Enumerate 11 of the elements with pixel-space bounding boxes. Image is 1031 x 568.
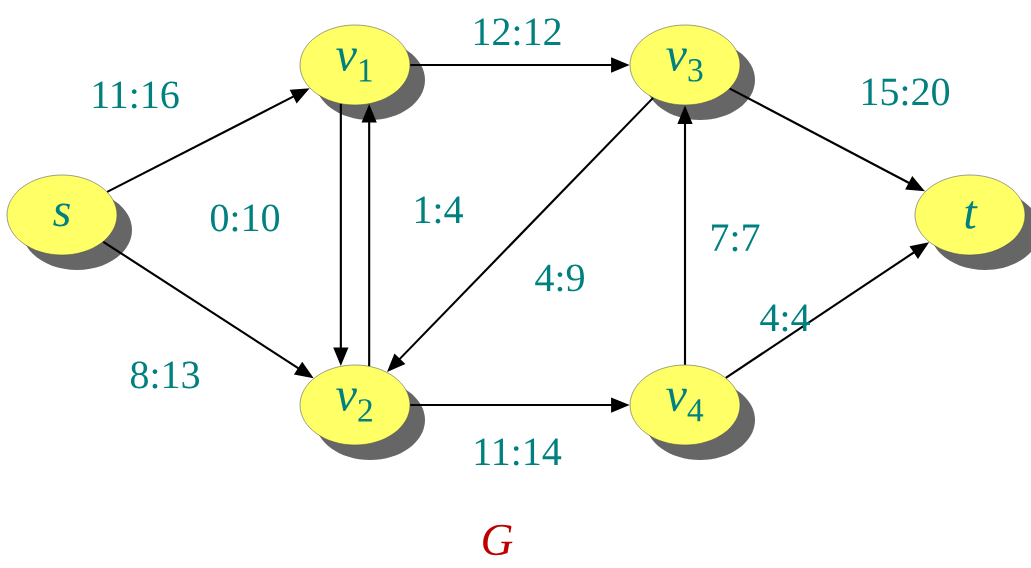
caption: G: [483, 524, 513, 556]
edge-label: 1:4: [415, 196, 463, 224]
edge-label: 11:16: [93, 81, 179, 109]
edge-label: 8:13: [130, 361, 199, 389]
edge-label: 0:10: [210, 204, 280, 232]
edge-label: 4:9: [535, 264, 584, 292]
edge-label: 4:4: [760, 304, 810, 332]
edge-label: 12:12: [474, 18, 561, 46]
edge-label: 7:7: [712, 224, 760, 252]
edge-label: 15:20: [862, 78, 950, 106]
edge-label: 11:14: [475, 438, 562, 466]
